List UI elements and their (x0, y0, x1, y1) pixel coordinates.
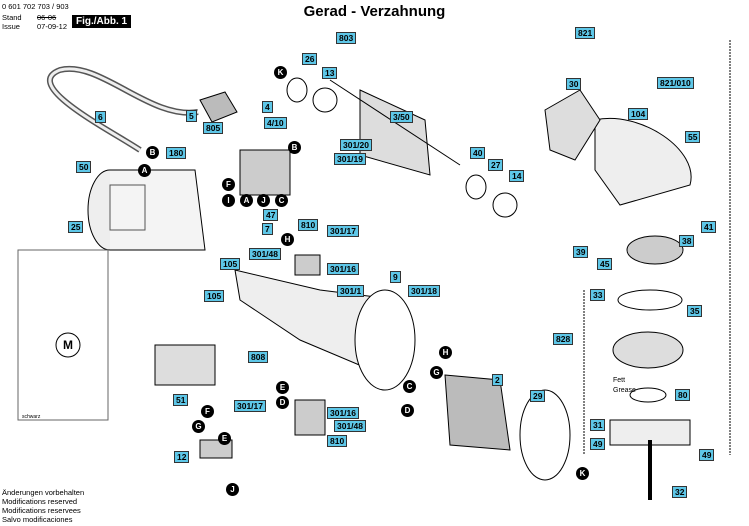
ref-circle: F (222, 178, 235, 191)
ref-circle: C (275, 194, 288, 207)
ref-circle: J (226, 483, 239, 496)
part-label: 80 (675, 389, 691, 401)
part-label: 301/17 (327, 225, 359, 237)
stand-label: Stand (2, 13, 22, 22)
part-label: 45 (597, 258, 613, 270)
part-label: 821/010 (657, 77, 694, 89)
part-label: 301/16 (327, 263, 359, 275)
part-label: 55 (685, 131, 701, 143)
part-label: 13 (322, 67, 338, 79)
ref-circle: E (218, 432, 231, 445)
part-label: 105 (220, 258, 241, 270)
part-label: 4 (262, 101, 273, 113)
part-label: 32 (672, 486, 688, 498)
part-label: 803 (336, 32, 357, 44)
part-label: 808 (248, 351, 269, 363)
part-label: 105 (204, 290, 225, 302)
footer-line: Änderungen vorbehalten (2, 488, 85, 497)
footer-line: Modifications reserved (2, 497, 78, 506)
grease-label-2: Grease (613, 387, 636, 394)
ref-circle: H (281, 233, 294, 246)
part-label: 30 (566, 78, 582, 90)
part-label: 31 (590, 419, 606, 431)
part-label: 26 (302, 53, 318, 65)
ref-circle: C (403, 380, 416, 393)
part-label: 301/17 (234, 400, 266, 412)
part-label: 301/16 (327, 407, 359, 419)
part-label: 25 (68, 221, 84, 233)
part-label: 301/48 (334, 420, 366, 432)
part-label: 7 (262, 223, 273, 235)
ref-circle: B (146, 146, 159, 159)
part-label: 41 (701, 221, 717, 233)
part-label: 14 (509, 170, 525, 182)
part-label: 104 (628, 108, 649, 120)
ref-circle: A (240, 194, 253, 207)
ref-circle: G (430, 366, 443, 379)
part-label: 51 (173, 394, 189, 406)
part-label: 4/10 (264, 117, 287, 129)
motor-symbol: M (63, 338, 73, 352)
ref-circle: F (201, 405, 214, 418)
part-label: 29 (530, 390, 546, 402)
ref-circle: D (401, 404, 414, 417)
issue-date: 07-09-12 (37, 22, 68, 31)
figure-label: Fig./Abb. 1 (72, 15, 132, 28)
ref-circle: K (576, 467, 589, 480)
wire-label: schwarz (22, 414, 41, 420)
ref-circle: J (257, 194, 270, 207)
part-label: 810 (327, 435, 348, 447)
part-label: 27 (488, 159, 504, 171)
part-label: 3/50 (390, 111, 413, 123)
part-label: 6 (95, 111, 106, 123)
part-label: 49 (699, 449, 715, 461)
part-label: 301/20 (340, 139, 372, 151)
part-label: 47 (263, 209, 279, 221)
ref-circle: A (138, 164, 151, 177)
grease-label: Fett (613, 377, 625, 384)
part-label: 39 (573, 246, 589, 258)
part-label: 40 (470, 147, 486, 159)
part-label: 5 (186, 110, 197, 122)
page-title: Gerad - Verzahnung (303, 3, 446, 20)
part-label: 9 (390, 271, 401, 283)
part-label: 2 (492, 374, 503, 386)
footer: Änderungen vorbehalten Modifications res… (2, 488, 84, 524)
part-label: 301/19 (334, 153, 366, 165)
ref-circle: D (276, 396, 289, 409)
part-number: 0 601 702 703 / 903 (2, 2, 69, 11)
part-label: 805 (203, 122, 224, 134)
part-label: 301/1 (337, 285, 365, 297)
part-label: 12 (174, 451, 190, 463)
part-label: 821 (575, 27, 596, 39)
part-label: 301/48 (249, 248, 281, 260)
footer-line: Salvo modificaciones (2, 515, 73, 524)
part-label: 50 (76, 161, 92, 173)
ref-circle: K (274, 66, 287, 79)
ref-circle: H (439, 346, 452, 359)
part-label: 49 (590, 438, 606, 450)
part-label: 38 (679, 235, 695, 247)
part-label: 180 (166, 147, 187, 159)
issue-label: Issue (2, 22, 20, 31)
part-label: 828 (553, 333, 574, 345)
ref-circle: B (288, 141, 301, 154)
ref-circle: I (222, 194, 235, 207)
ref-circle: G (192, 420, 205, 433)
ref-circle: E (276, 381, 289, 394)
old-date: 06-06 (37, 13, 57, 22)
part-label: 301/18 (408, 285, 440, 297)
part-label: 35 (687, 305, 703, 317)
footer-line: Modifications reservees (2, 506, 81, 515)
part-label: 810 (298, 219, 319, 231)
part-label: 33 (590, 289, 606, 301)
